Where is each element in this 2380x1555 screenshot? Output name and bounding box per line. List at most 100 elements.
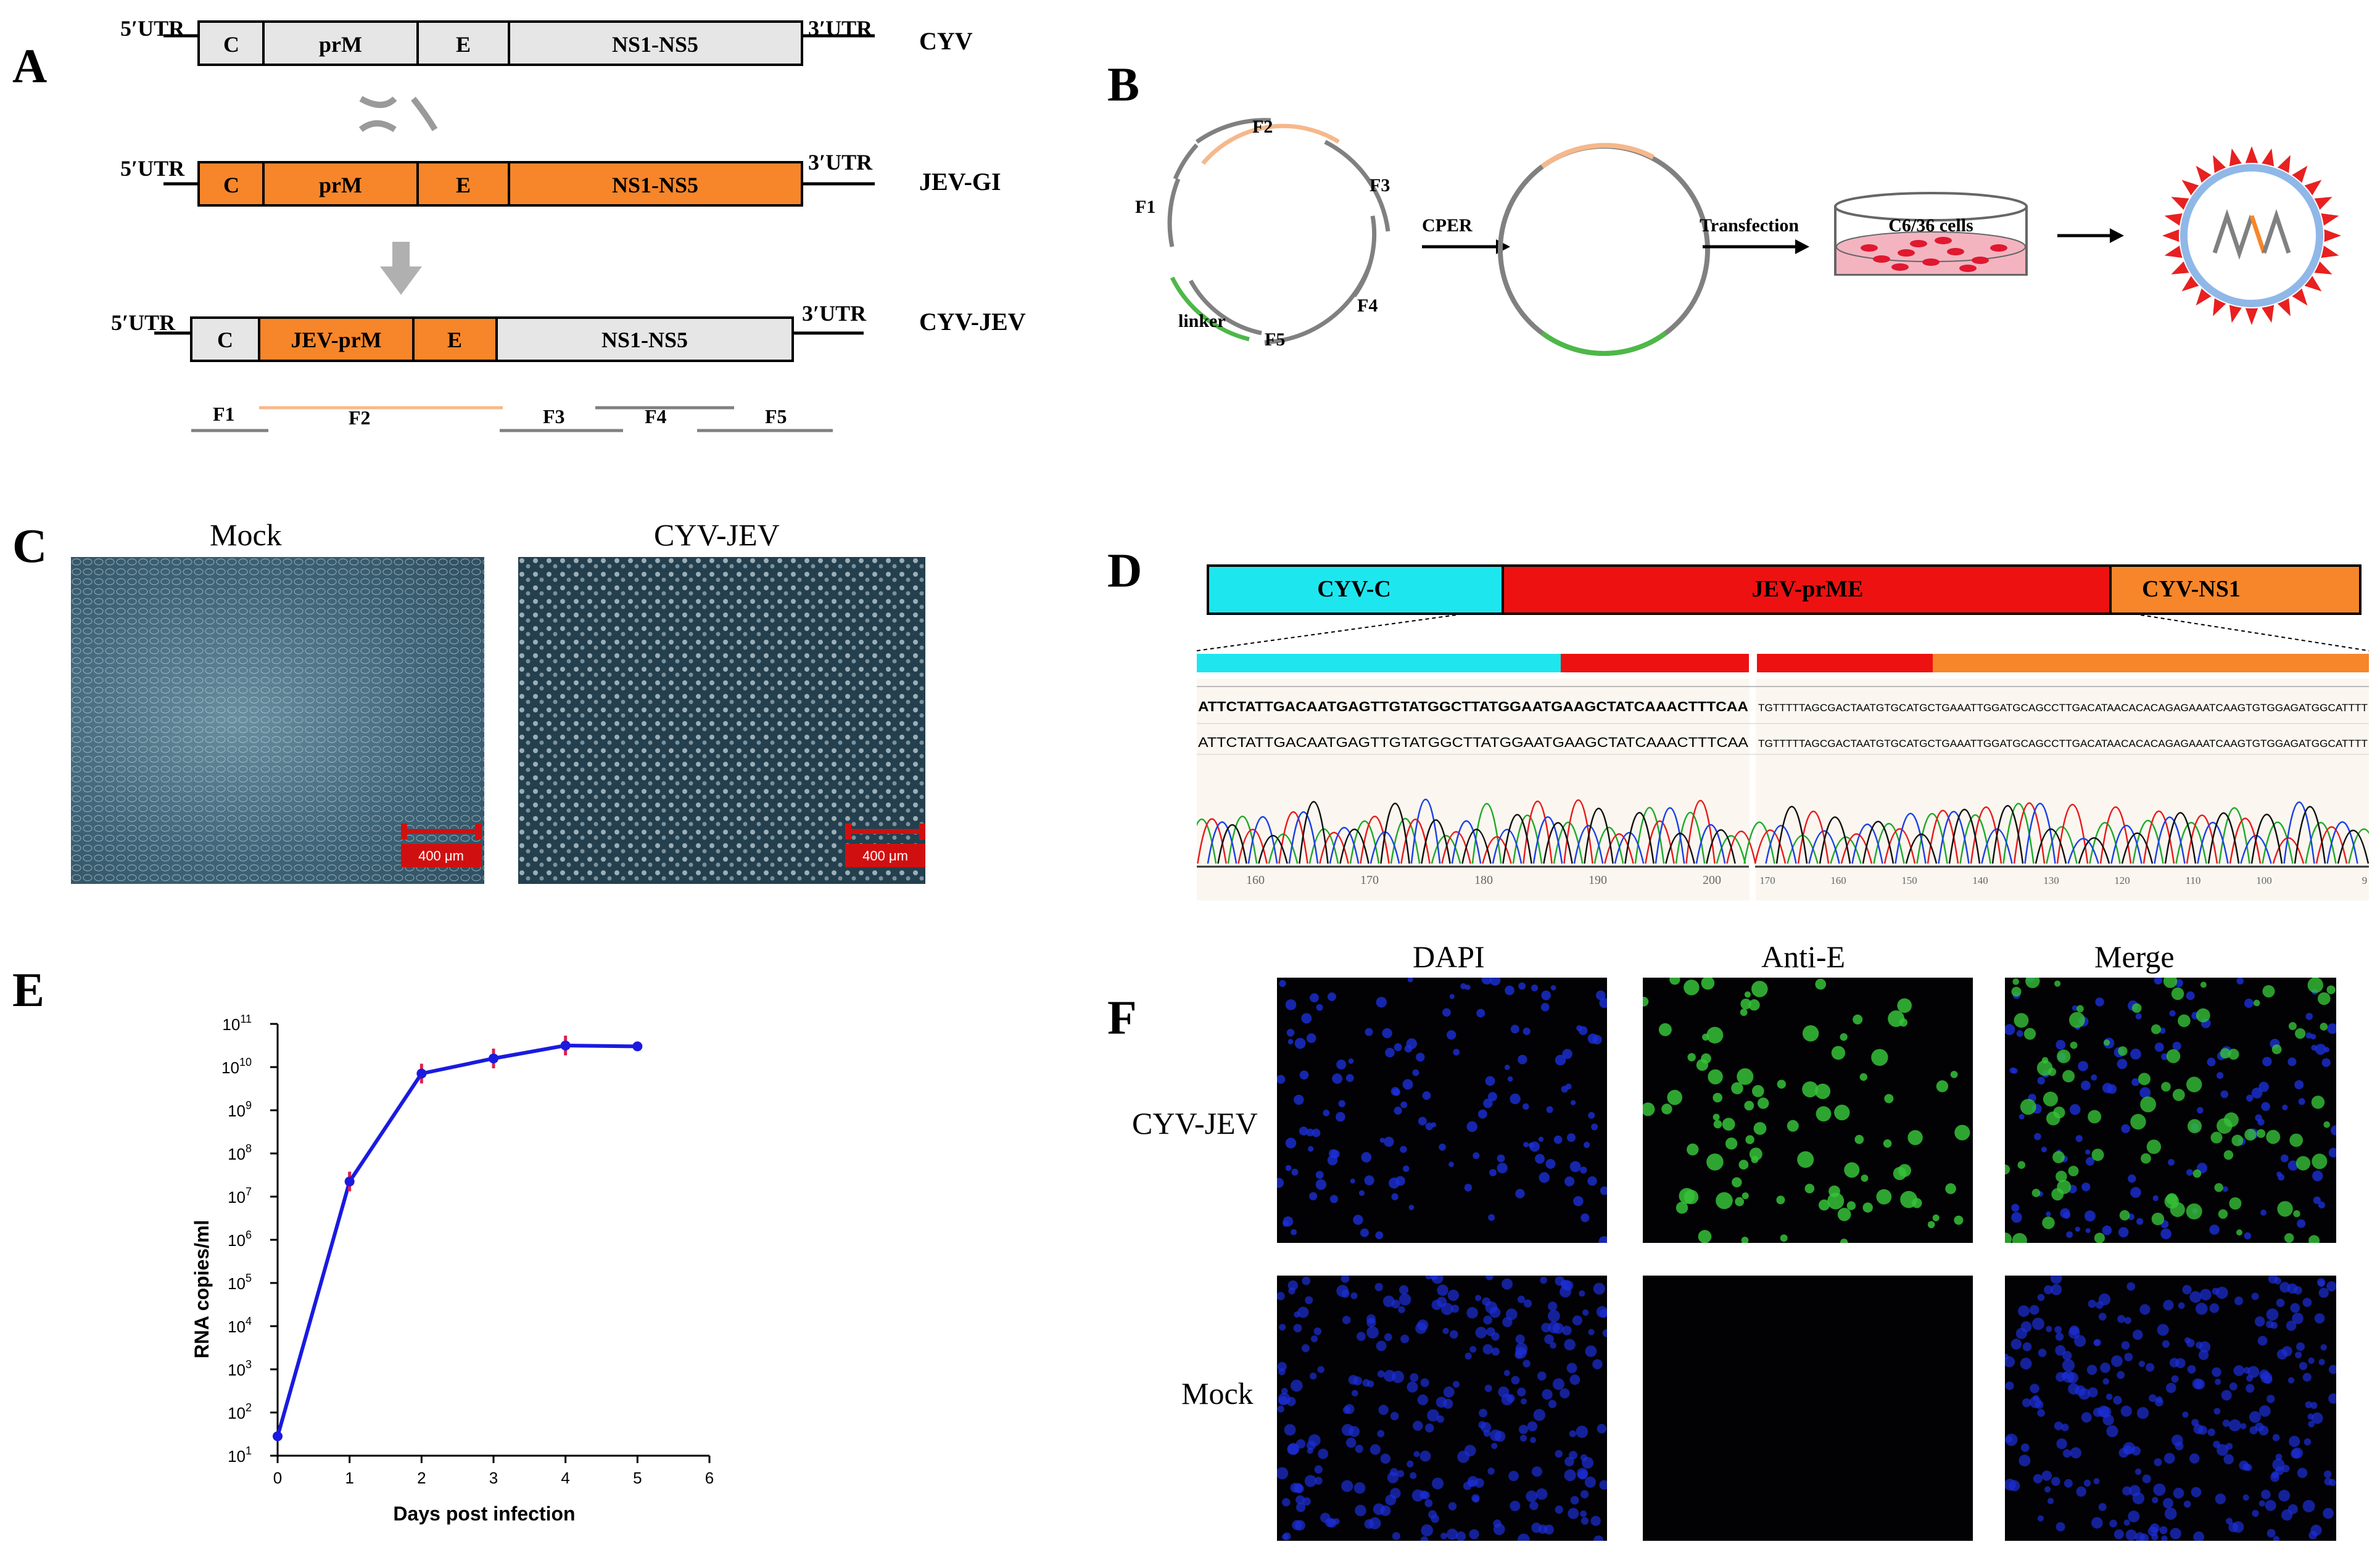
- cell-dot: [2139, 1087, 2151, 1099]
- cell-dot: [2081, 1412, 2092, 1423]
- cell-dot: [2192, 1169, 2202, 1178]
- cell-dot: [1443, 1386, 1455, 1398]
- cell-dot: [1310, 1372, 1317, 1380]
- cell-dot: [2066, 1231, 2073, 1238]
- cell-dot: [1520, 1435, 1527, 1442]
- cell-dot: [2186, 1169, 2193, 1176]
- cell-dot: [1853, 1014, 1863, 1025]
- cell-dot: [2331, 1125, 2336, 1136]
- cell-dot: [1471, 1494, 1480, 1503]
- cell-dot: [2097, 1405, 2110, 1417]
- x-tick-label: 4: [561, 1469, 569, 1487]
- cell-dot: [2271, 1471, 2279, 1479]
- cell-dot: [1277, 1467, 1289, 1480]
- cell-dot: [2260, 1210, 2266, 1216]
- cell-dot: [2153, 1483, 2166, 1496]
- cell-dot: [1518, 1055, 1527, 1065]
- cell-dot: [1361, 1152, 1372, 1163]
- cell-dot: [2037, 1409, 2045, 1417]
- cell-dot: [1572, 1315, 1582, 1326]
- cell-dot: [2041, 1147, 2047, 1153]
- cell-dot: [1545, 1158, 1556, 1169]
- cell-dot: [2050, 1276, 2062, 1284]
- cell-dot: [2149, 1394, 2157, 1402]
- panel-label-c: C: [12, 519, 48, 572]
- cell-dot: [1402, 1165, 1410, 1173]
- cell-dot: [1475, 1295, 1482, 1301]
- cell-dot: [1518, 1533, 1530, 1541]
- cell-dot: [2119, 1210, 2130, 1221]
- cell-dot: [1550, 985, 1556, 991]
- cell-dot: [1365, 1028, 1373, 1036]
- seg-ns: NS1-NS5: [612, 32, 698, 57]
- cell-dot: [2146, 1139, 2162, 1154]
- cell-dot: [1566, 1363, 1577, 1374]
- cell-dot: [1580, 1517, 1589, 1525]
- cell-dot: [2068, 1383, 2080, 1395]
- cell-dot: [1290, 1483, 1300, 1493]
- cell-dot: [2123, 1519, 2130, 1526]
- swap-arrows-icon: [358, 96, 438, 133]
- cell-dot: [2098, 1503, 2107, 1511]
- cell-dot: [1580, 1510, 1587, 1517]
- cell-dot: [2020, 1321, 2032, 1332]
- cell-dot: [1425, 1276, 1432, 1280]
- cell-dot: [2081, 1182, 2091, 1192]
- cell-dot: [1350, 1292, 1358, 1300]
- cell-dot: [2085, 1228, 2091, 1234]
- cell-dot: [2243, 1367, 2250, 1374]
- cell-dot: [2231, 1134, 2244, 1147]
- cell-dot: [1752, 1085, 1764, 1097]
- cell-dot: [1740, 1008, 1748, 1017]
- cell-dot: [2209, 1303, 2220, 1313]
- cell-dot: [2109, 1519, 2117, 1528]
- cell-dot: [1382, 1295, 1395, 1308]
- cell-dot: [1540, 1276, 1547, 1284]
- cell-dot: [1510, 1025, 1519, 1034]
- cell-dot: [1336, 1059, 1347, 1070]
- cell-dot: [1540, 1002, 1550, 1012]
- cell-dot: [1528, 1142, 1534, 1149]
- cell-dot: [2044, 1486, 2051, 1493]
- cell-dot: [1518, 982, 1526, 990]
- cell-dot: [2186, 1076, 2202, 1092]
- cell-dot: [1407, 978, 1413, 983]
- cell-dot: [2011, 1212, 2022, 1223]
- cell-dot: [2193, 1531, 2204, 1541]
- cell-dot: [1573, 1196, 1584, 1206]
- svg-text:NS1-NS5: NS1-NS5: [612, 173, 698, 197]
- cell-dot: [1419, 1450, 1431, 1462]
- cell-dot: [1871, 1049, 1888, 1066]
- chart-xlabel: Days post infection: [393, 1503, 575, 1525]
- cell-dot: [2304, 1438, 2312, 1446]
- cell-dot: [2031, 1318, 2044, 1330]
- micrograph-cyv-jev: 400 μm: [518, 557, 925, 884]
- utr5-label: 5′UTR: [120, 16, 185, 41]
- cell-dot: [2046, 1211, 2051, 1217]
- cell-dot: [1342, 1406, 1351, 1414]
- cell-dot: [1283, 1220, 1289, 1227]
- cell-dot: [1511, 1376, 1520, 1385]
- cell-dot: [1544, 1524, 1554, 1535]
- cell-dot: [1392, 1532, 1400, 1540]
- svg-text:400 μm: 400 μm: [862, 848, 908, 864]
- cell-dot: [1553, 1135, 1563, 1144]
- cell-dot: [1308, 1145, 1314, 1152]
- svg-text:F1: F1: [213, 403, 235, 425]
- cell-dot: [1950, 1071, 1958, 1078]
- cell-dot: [1291, 1379, 1303, 1392]
- cell-dot: [1310, 1335, 1318, 1343]
- cell-dot: [1701, 978, 1715, 990]
- cell-dot: [2057, 1049, 2071, 1063]
- cell-dot: [2069, 1012, 2085, 1028]
- cell-dot: [1382, 1028, 1392, 1039]
- cell-dot: [1546, 1106, 1553, 1113]
- cell-dot: [2130, 1187, 2141, 1198]
- cell-dot: [1312, 1128, 1321, 1137]
- cell-dot: [2328, 1147, 2336, 1158]
- cell-dot: [2037, 1076, 2045, 1085]
- cell-dot: [1840, 1239, 1848, 1243]
- cell-dot: [2229, 1197, 2242, 1210]
- cell-dot: [2251, 1292, 2259, 1300]
- cell-dot: [1483, 1315, 1492, 1325]
